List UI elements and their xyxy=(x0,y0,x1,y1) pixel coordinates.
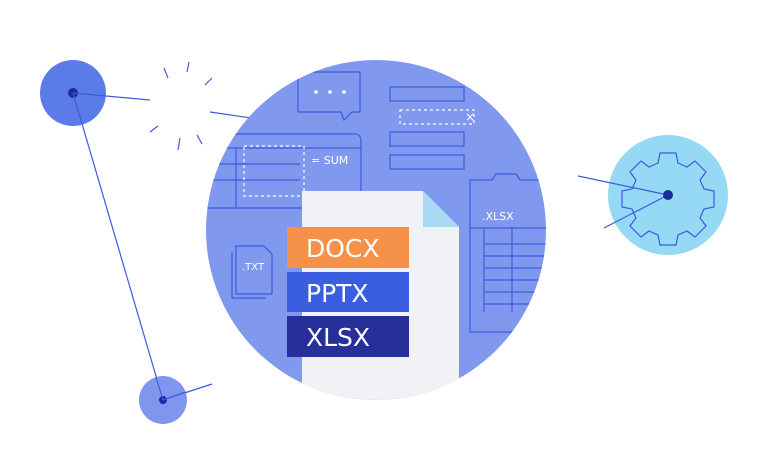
txt-file-label: .TXT xyxy=(242,262,265,273)
sparkle-burst-icon xyxy=(149,61,213,151)
close-icon: × xyxy=(465,110,475,124)
xlsx-label-bg xyxy=(287,316,409,357)
xlsx-tab-label: .XLSX xyxy=(482,210,514,223)
xlsx-label: XLSX xyxy=(306,323,370,352)
chat-bubble-icon xyxy=(297,71,361,122)
pptx-label-bg xyxy=(287,272,409,312)
docx-label-bg xyxy=(287,227,409,268)
connector-line xyxy=(72,92,164,401)
docx-label: DOCX xyxy=(306,234,380,263)
spreadsheet-icon xyxy=(469,173,546,333)
pptx-label: PPTX xyxy=(306,279,369,308)
form-fields xyxy=(389,86,475,170)
text-file-icon xyxy=(231,245,273,299)
sum-formula: = SUM xyxy=(311,154,348,167)
gear-icon xyxy=(621,152,715,246)
node-dot xyxy=(663,190,673,200)
